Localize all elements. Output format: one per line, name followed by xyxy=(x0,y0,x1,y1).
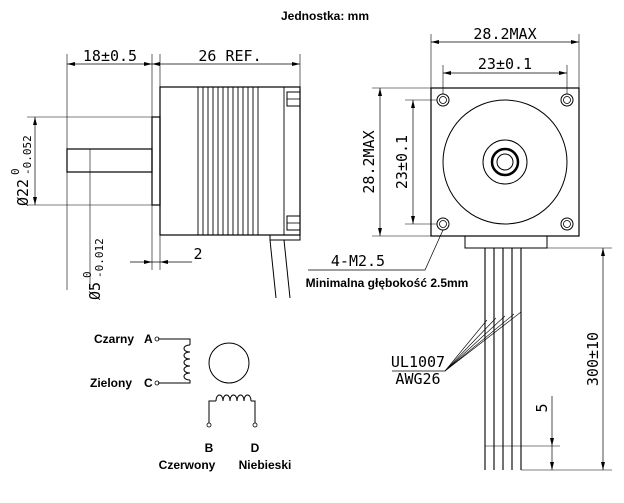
front-view: 28.2MAX 23±0.1 28.2MAX 23±0.1 4-M2.5 Min… xyxy=(306,25,612,471)
pin-d-label: D xyxy=(251,441,260,455)
front-width-dim: 28.2MAX xyxy=(473,25,536,43)
side-view: 18±0.5 26 REF. 2 Ø22 0 -0.052 Ø5 0 -0.01… xyxy=(9,47,301,300)
wire-exit xyxy=(269,235,301,241)
wire-exit-block xyxy=(464,235,548,249)
shaft-diameter-tol-lower: -0.012 xyxy=(93,238,106,278)
body-length-dim: 26 REF. xyxy=(198,47,261,65)
body-diameter-tol-upper: 0 xyxy=(9,168,22,175)
front-hole-spacing-h-dim: 23±0.1 xyxy=(478,55,532,73)
body-diameter-dim: Ø22 xyxy=(14,179,32,206)
wire-length-dim: 300±10 xyxy=(584,332,602,386)
blue-wire-label: Niebieski xyxy=(239,458,292,472)
motor-shaft xyxy=(66,148,153,173)
pin-a-label: A xyxy=(144,332,153,346)
green-wire-label: Zielony xyxy=(90,376,132,390)
wire-leaders xyxy=(444,311,522,372)
pin-c-label: C xyxy=(144,376,153,390)
min-depth-note: Minimalna głębokość 2.5mm xyxy=(306,276,469,290)
wire-gauge-label: AWG26 xyxy=(395,370,440,388)
mount-holes xyxy=(436,93,574,231)
shaft-diameter-dim: Ø5 xyxy=(86,282,104,300)
front-height-dim: 28.2MAX xyxy=(360,130,378,193)
mount-hole-leader xyxy=(308,229,444,271)
flange-thickness-dim: 2 xyxy=(193,245,202,263)
coil-ac xyxy=(183,344,191,381)
motor-body xyxy=(159,86,301,236)
unit-title: Jednostka: mm xyxy=(281,9,369,23)
front-shaft-core xyxy=(496,153,514,171)
rotor-symbol xyxy=(208,342,250,384)
body-ribs xyxy=(197,87,285,235)
pin-b-label: B xyxy=(205,441,214,455)
red-wire-label: Czerwony xyxy=(159,458,216,472)
front-face xyxy=(430,87,580,237)
shaft-diameter-tol-upper: 0 xyxy=(81,271,94,278)
wiring-diagram: Czarny A Zielony C B D Czerwony Niebiesk… xyxy=(90,332,291,472)
front-shaft xyxy=(490,147,520,177)
wire-type-label: UL1007 xyxy=(391,353,445,371)
motor-flange xyxy=(151,116,161,206)
black-wire-label: Czarny xyxy=(94,332,134,346)
mount-hole-spec: 4-M2.5 xyxy=(331,252,385,270)
strip-length-dim: 5 xyxy=(533,403,551,412)
shaft-length-dim: 18±0.5 xyxy=(83,47,137,65)
front-outer-ring xyxy=(442,99,568,225)
front-boss xyxy=(482,139,528,185)
lead-wires xyxy=(484,248,522,470)
coil-bd xyxy=(215,394,252,402)
front-hole-spacing-v-dim: 23±0.1 xyxy=(393,135,411,189)
body-diameter-tol-lower: -0.052 xyxy=(21,135,34,175)
